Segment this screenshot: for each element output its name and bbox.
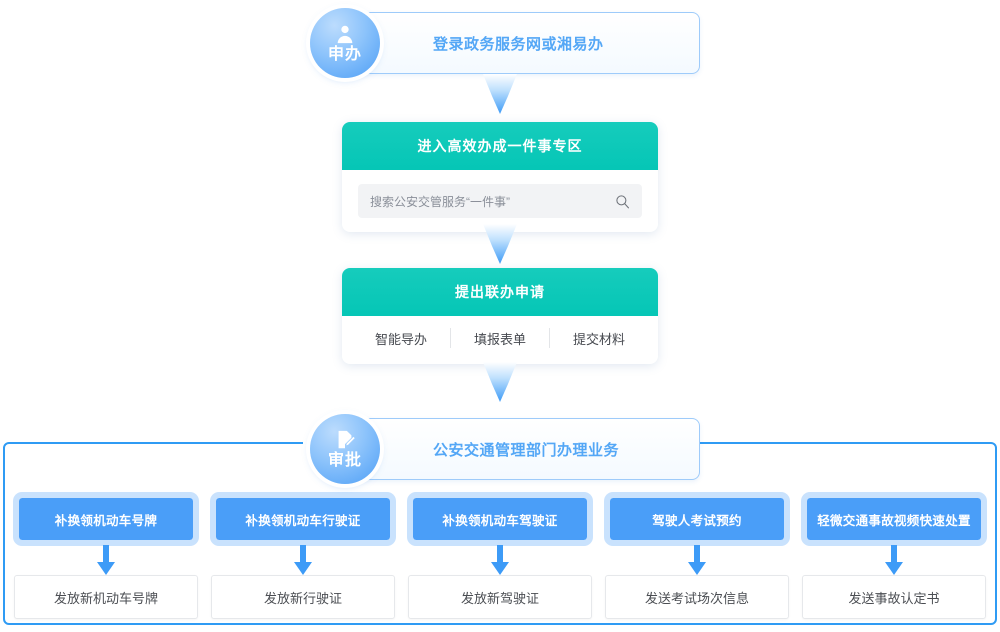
sub-item-3[interactable]: 提交材料 xyxy=(572,331,625,347)
step-card-2: 提出联办申请 智能导办 填报表单 提交材料 xyxy=(342,268,658,364)
result-box-4: 发送考试场次信息 xyxy=(605,575,789,619)
task-column-3: 补换领机动车驾驶证 发放新驾驶证 xyxy=(408,493,592,619)
result-box-2: 发放新行驶证 xyxy=(211,575,395,619)
approval-stage-bar: 公安交通管理部门办理业务 xyxy=(350,418,700,480)
step-card-1: 进入高效办成一件事专区 搜索公安交管服务“一件事” xyxy=(342,122,658,232)
step-card-1-body: 搜索公安交管服务“一件事” xyxy=(342,170,658,232)
apply-stage-badge: 申办 xyxy=(310,8,380,78)
step-card-2-header: 提出联办申请 xyxy=(342,268,658,316)
task-column-5: 轻微交通事故视频快速处置 发送事故认定书 xyxy=(802,493,986,619)
search-icon[interactable] xyxy=(615,194,630,209)
apply-stage-title: 登录政务服务网或湘易办 xyxy=(433,35,604,53)
arrow-down-2 xyxy=(483,224,517,264)
arrow-down-task-2 xyxy=(292,545,314,575)
apply-stage-badge-label: 申办 xyxy=(327,45,362,63)
step-card-1-header: 进入高效办成一件事专区 xyxy=(342,122,658,170)
apply-stage-bar: 登录政务服务网或湘易办 xyxy=(350,12,700,74)
task-columns: 补换领机动车号牌 发放新机动车号牌 补换领机动车行驶证 发放新行驶证 补换领机动… xyxy=(14,493,986,619)
arrow-down-1 xyxy=(483,74,517,114)
task-button-5[interactable]: 轻微交通事故视频快速处置 xyxy=(802,493,986,545)
task-button-2[interactable]: 补换领机动车行驶证 xyxy=(211,493,395,545)
person-icon xyxy=(334,23,356,45)
arrow-down-3 xyxy=(483,362,517,402)
step-card-2-body: 智能导办 填报表单 提交材料 xyxy=(342,316,658,364)
arrow-down-task-3 xyxy=(489,545,511,575)
search-input[interactable]: 搜索公安交管服务“一件事” xyxy=(358,184,642,218)
task-button-1[interactable]: 补换领机动车号牌 xyxy=(14,493,198,545)
sub-item-2[interactable]: 填报表单 xyxy=(473,331,526,347)
result-box-5: 发送事故认定书 xyxy=(802,575,986,619)
task-column-4: 驾驶人考试预约 发送考试场次信息 xyxy=(605,493,789,619)
approval-stage-badge: 审批 xyxy=(310,414,380,484)
result-box-1: 发放新机动车号牌 xyxy=(14,575,198,619)
task-button-4[interactable]: 驾驶人考试预约 xyxy=(605,493,789,545)
arrow-down-task-1 xyxy=(95,545,117,575)
task-column-2: 补换领机动车行驶证 发放新行驶证 xyxy=(211,493,395,619)
result-box-3: 发放新驾驶证 xyxy=(408,575,592,619)
divider xyxy=(549,328,550,348)
search-placeholder: 搜索公安交管服务“一件事” xyxy=(370,194,510,209)
divider xyxy=(450,328,451,348)
arrow-down-task-5 xyxy=(883,545,905,575)
task-button-3[interactable]: 补换领机动车驾驶证 xyxy=(408,493,592,545)
apply-stage-row: 登录政务服务网或湘易办 申办 xyxy=(310,8,700,78)
task-column-1: 补换领机动车号牌 发放新机动车号牌 xyxy=(14,493,198,619)
sub-item-1[interactable]: 智能导办 xyxy=(374,331,427,347)
arrow-down-task-4 xyxy=(686,545,708,575)
approval-stage-title: 公安交通管理部门办理业务 xyxy=(433,441,620,459)
step-card-2-subitems: 智能导办 填报表单 提交材料 xyxy=(352,322,648,354)
approval-stage-badge-label: 审批 xyxy=(327,451,362,469)
document-pen-icon xyxy=(334,429,356,451)
approval-stage-row: 公安交通管理部门办理业务 审批 xyxy=(310,414,700,484)
